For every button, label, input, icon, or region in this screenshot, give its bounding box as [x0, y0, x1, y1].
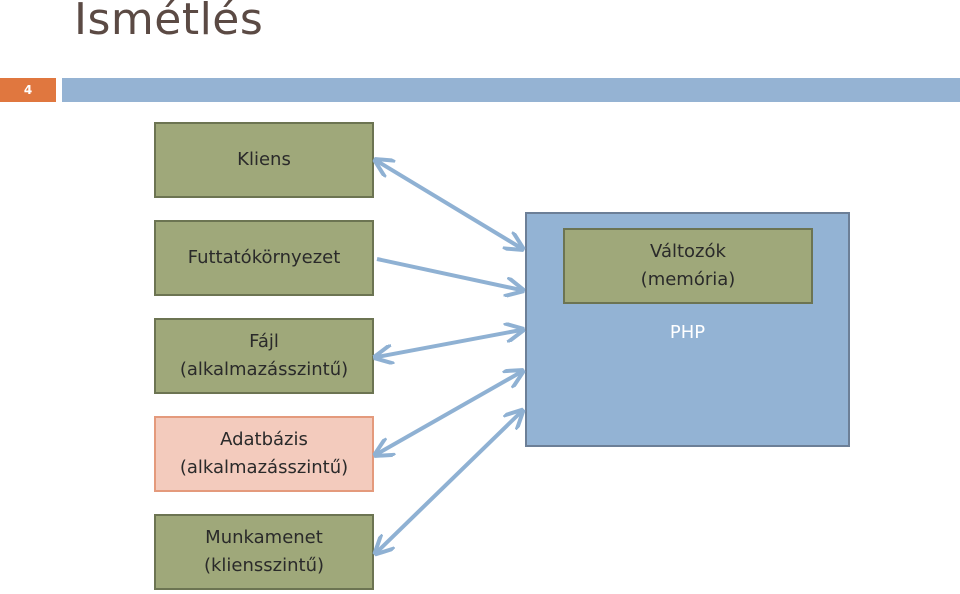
box-adatbazis: Adatbázis (alkalmazásszintű) — [154, 416, 374, 492]
box-futtatokornyezet: Futtatókörnyezet — [154, 220, 374, 296]
arrow-adatbazis — [377, 372, 521, 454]
variables-box: Változók (memória) — [563, 228, 813, 304]
arrow-munkamenet — [377, 412, 521, 552]
php-label: PHP — [669, 322, 706, 343]
php-box: Változók (memória) PHP — [525, 212, 850, 447]
arrow-fajl — [377, 330, 521, 357]
slide-number: 4 — [0, 78, 56, 102]
box-fajl: Fájl (alkalmazásszintű) — [154, 318, 374, 394]
arrow-futtatokornyezet — [376, 257, 521, 290]
slide-title: Ismétlés — [74, 0, 264, 45]
arrow-kliens — [377, 161, 521, 248]
box-munkamenet: Munkamenet (kliensszintű) — [154, 514, 374, 590]
header-bar — [62, 78, 960, 102]
box-kliens: Kliens — [154, 122, 374, 198]
